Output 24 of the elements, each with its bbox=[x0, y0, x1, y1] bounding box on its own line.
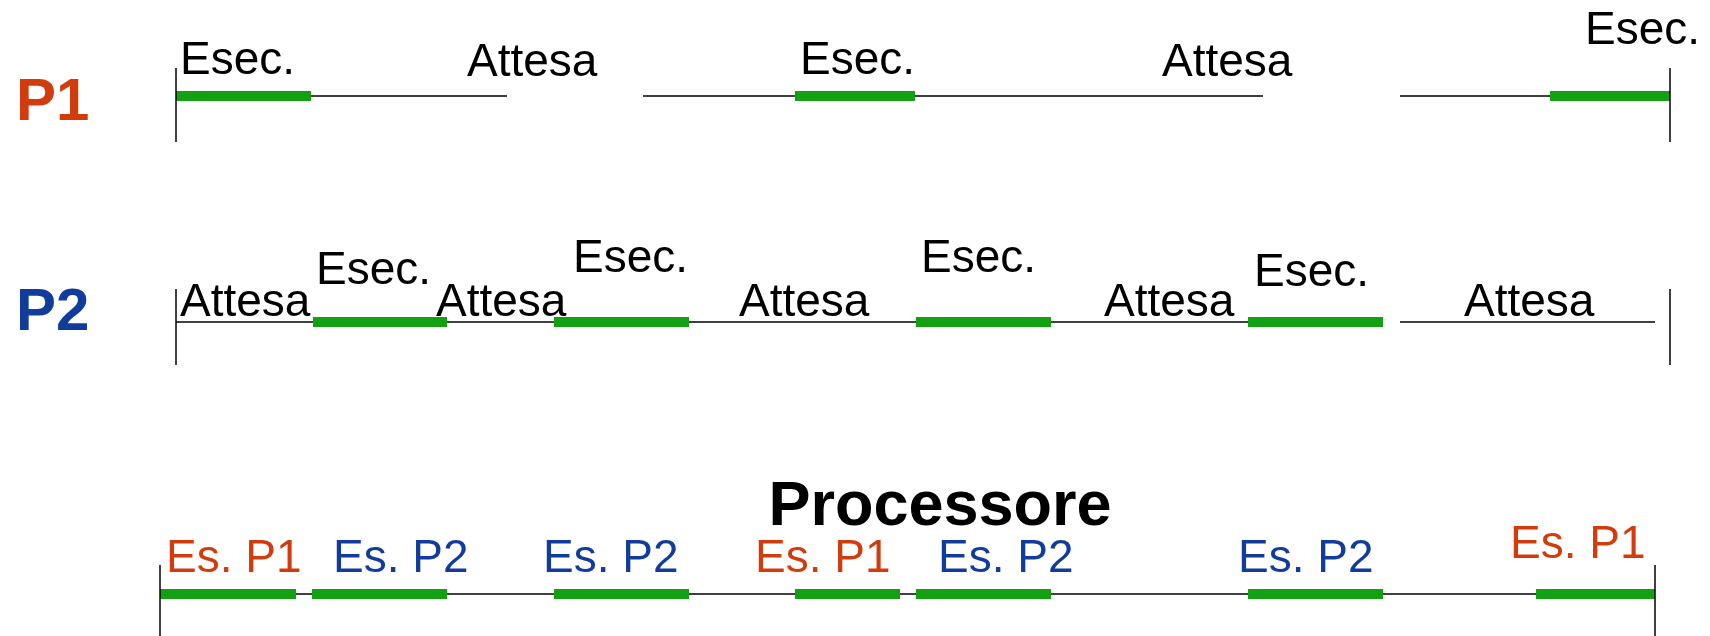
phase-label: Esec. bbox=[800, 35, 916, 81]
phase-label: Es. P2 bbox=[333, 533, 469, 579]
phase-label: Esec. bbox=[1254, 247, 1370, 293]
phase-label: Es. P2 bbox=[938, 533, 1074, 579]
phase-label: Es. P2 bbox=[543, 533, 679, 579]
phase-label: Esec. bbox=[573, 233, 689, 279]
phase-label: Attesa bbox=[1104, 277, 1235, 323]
phase-label: Es. P1 bbox=[166, 533, 302, 579]
phase-label: Attesa bbox=[1162, 37, 1293, 83]
phase-label: Es. P1 bbox=[1510, 519, 1646, 565]
phase-label: Esec. bbox=[921, 233, 1037, 279]
phase-label: Esec. bbox=[180, 35, 296, 81]
phase-label: Es. P1 bbox=[755, 533, 891, 579]
process-label: P2 bbox=[16, 280, 90, 340]
timeline-heading: Processore bbox=[768, 472, 1112, 535]
phase-label: Attesa bbox=[180, 277, 311, 323]
process-label: P1 bbox=[16, 70, 90, 130]
phase-label: Esec. bbox=[316, 245, 432, 291]
phase-label: Attesa bbox=[739, 277, 870, 323]
phase-label: Esec. bbox=[1585, 5, 1701, 51]
phase-label: Attesa bbox=[436, 277, 567, 323]
phase-label: Attesa bbox=[1464, 277, 1595, 323]
phase-label: Es. P2 bbox=[1238, 533, 1374, 579]
phase-label: Attesa bbox=[467, 37, 598, 83]
